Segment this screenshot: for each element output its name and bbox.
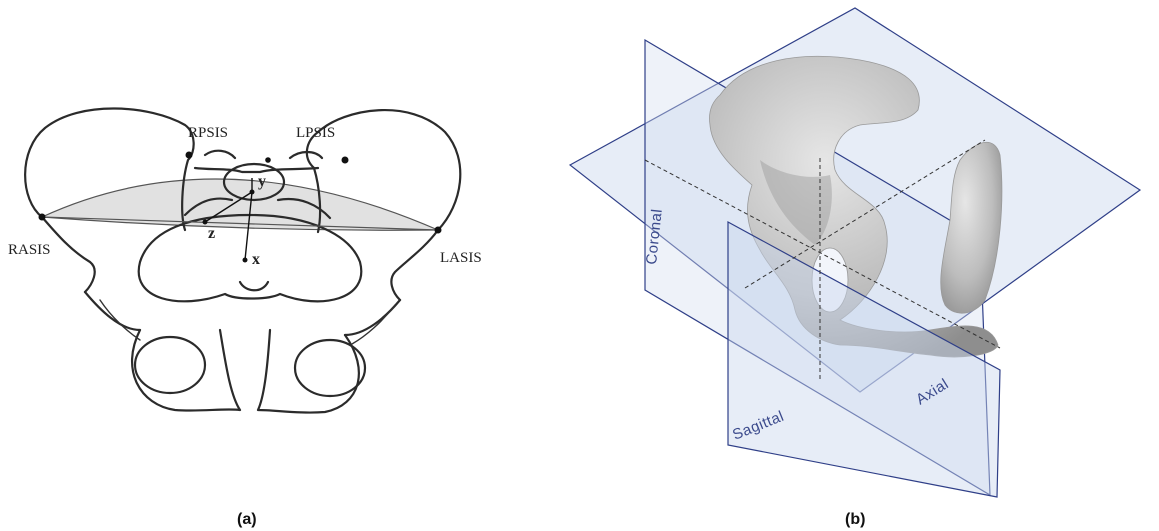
left-iliac-wing-lower bbox=[391, 230, 438, 300]
x-axis-label: x bbox=[252, 251, 260, 268]
right-femoral-notch bbox=[100, 300, 140, 340]
panel-b-anatomical-planes: Coronal Sagittal Axial (b) bbox=[570, 8, 1140, 528]
origin-marker bbox=[250, 190, 255, 195]
pelvic-plane-shading bbox=[42, 179, 438, 230]
pubic-symphysis bbox=[132, 330, 359, 413]
z-axis-tip bbox=[203, 220, 208, 225]
panel-a-caption: (a) bbox=[237, 511, 257, 528]
lasis-marker bbox=[435, 227, 442, 234]
z-axis-label: z bbox=[208, 225, 215, 242]
right-obturator bbox=[135, 337, 205, 393]
x-axis-tip bbox=[243, 258, 248, 263]
rpsis-marker bbox=[186, 152, 193, 159]
y-axis-label: y bbox=[258, 173, 266, 190]
left-obturator bbox=[295, 340, 365, 396]
lasis-label: LASIS bbox=[440, 250, 482, 266]
sacrum bbox=[195, 151, 322, 172]
lpsis-label: LPSIS bbox=[296, 125, 335, 141]
lpsis-marker bbox=[342, 157, 349, 164]
rpsis-label: RPSIS bbox=[188, 125, 228, 141]
sacral-marker bbox=[265, 157, 271, 163]
coccyx bbox=[240, 282, 268, 290]
rasis-label: RASIS bbox=[8, 242, 51, 258]
rasis-marker bbox=[39, 214, 46, 221]
panel-a-pelvis-diagram: RASIS LASIS RPSIS LPSIS x y z (a) bbox=[8, 108, 482, 528]
panel-b-caption: (b) bbox=[845, 511, 865, 528]
